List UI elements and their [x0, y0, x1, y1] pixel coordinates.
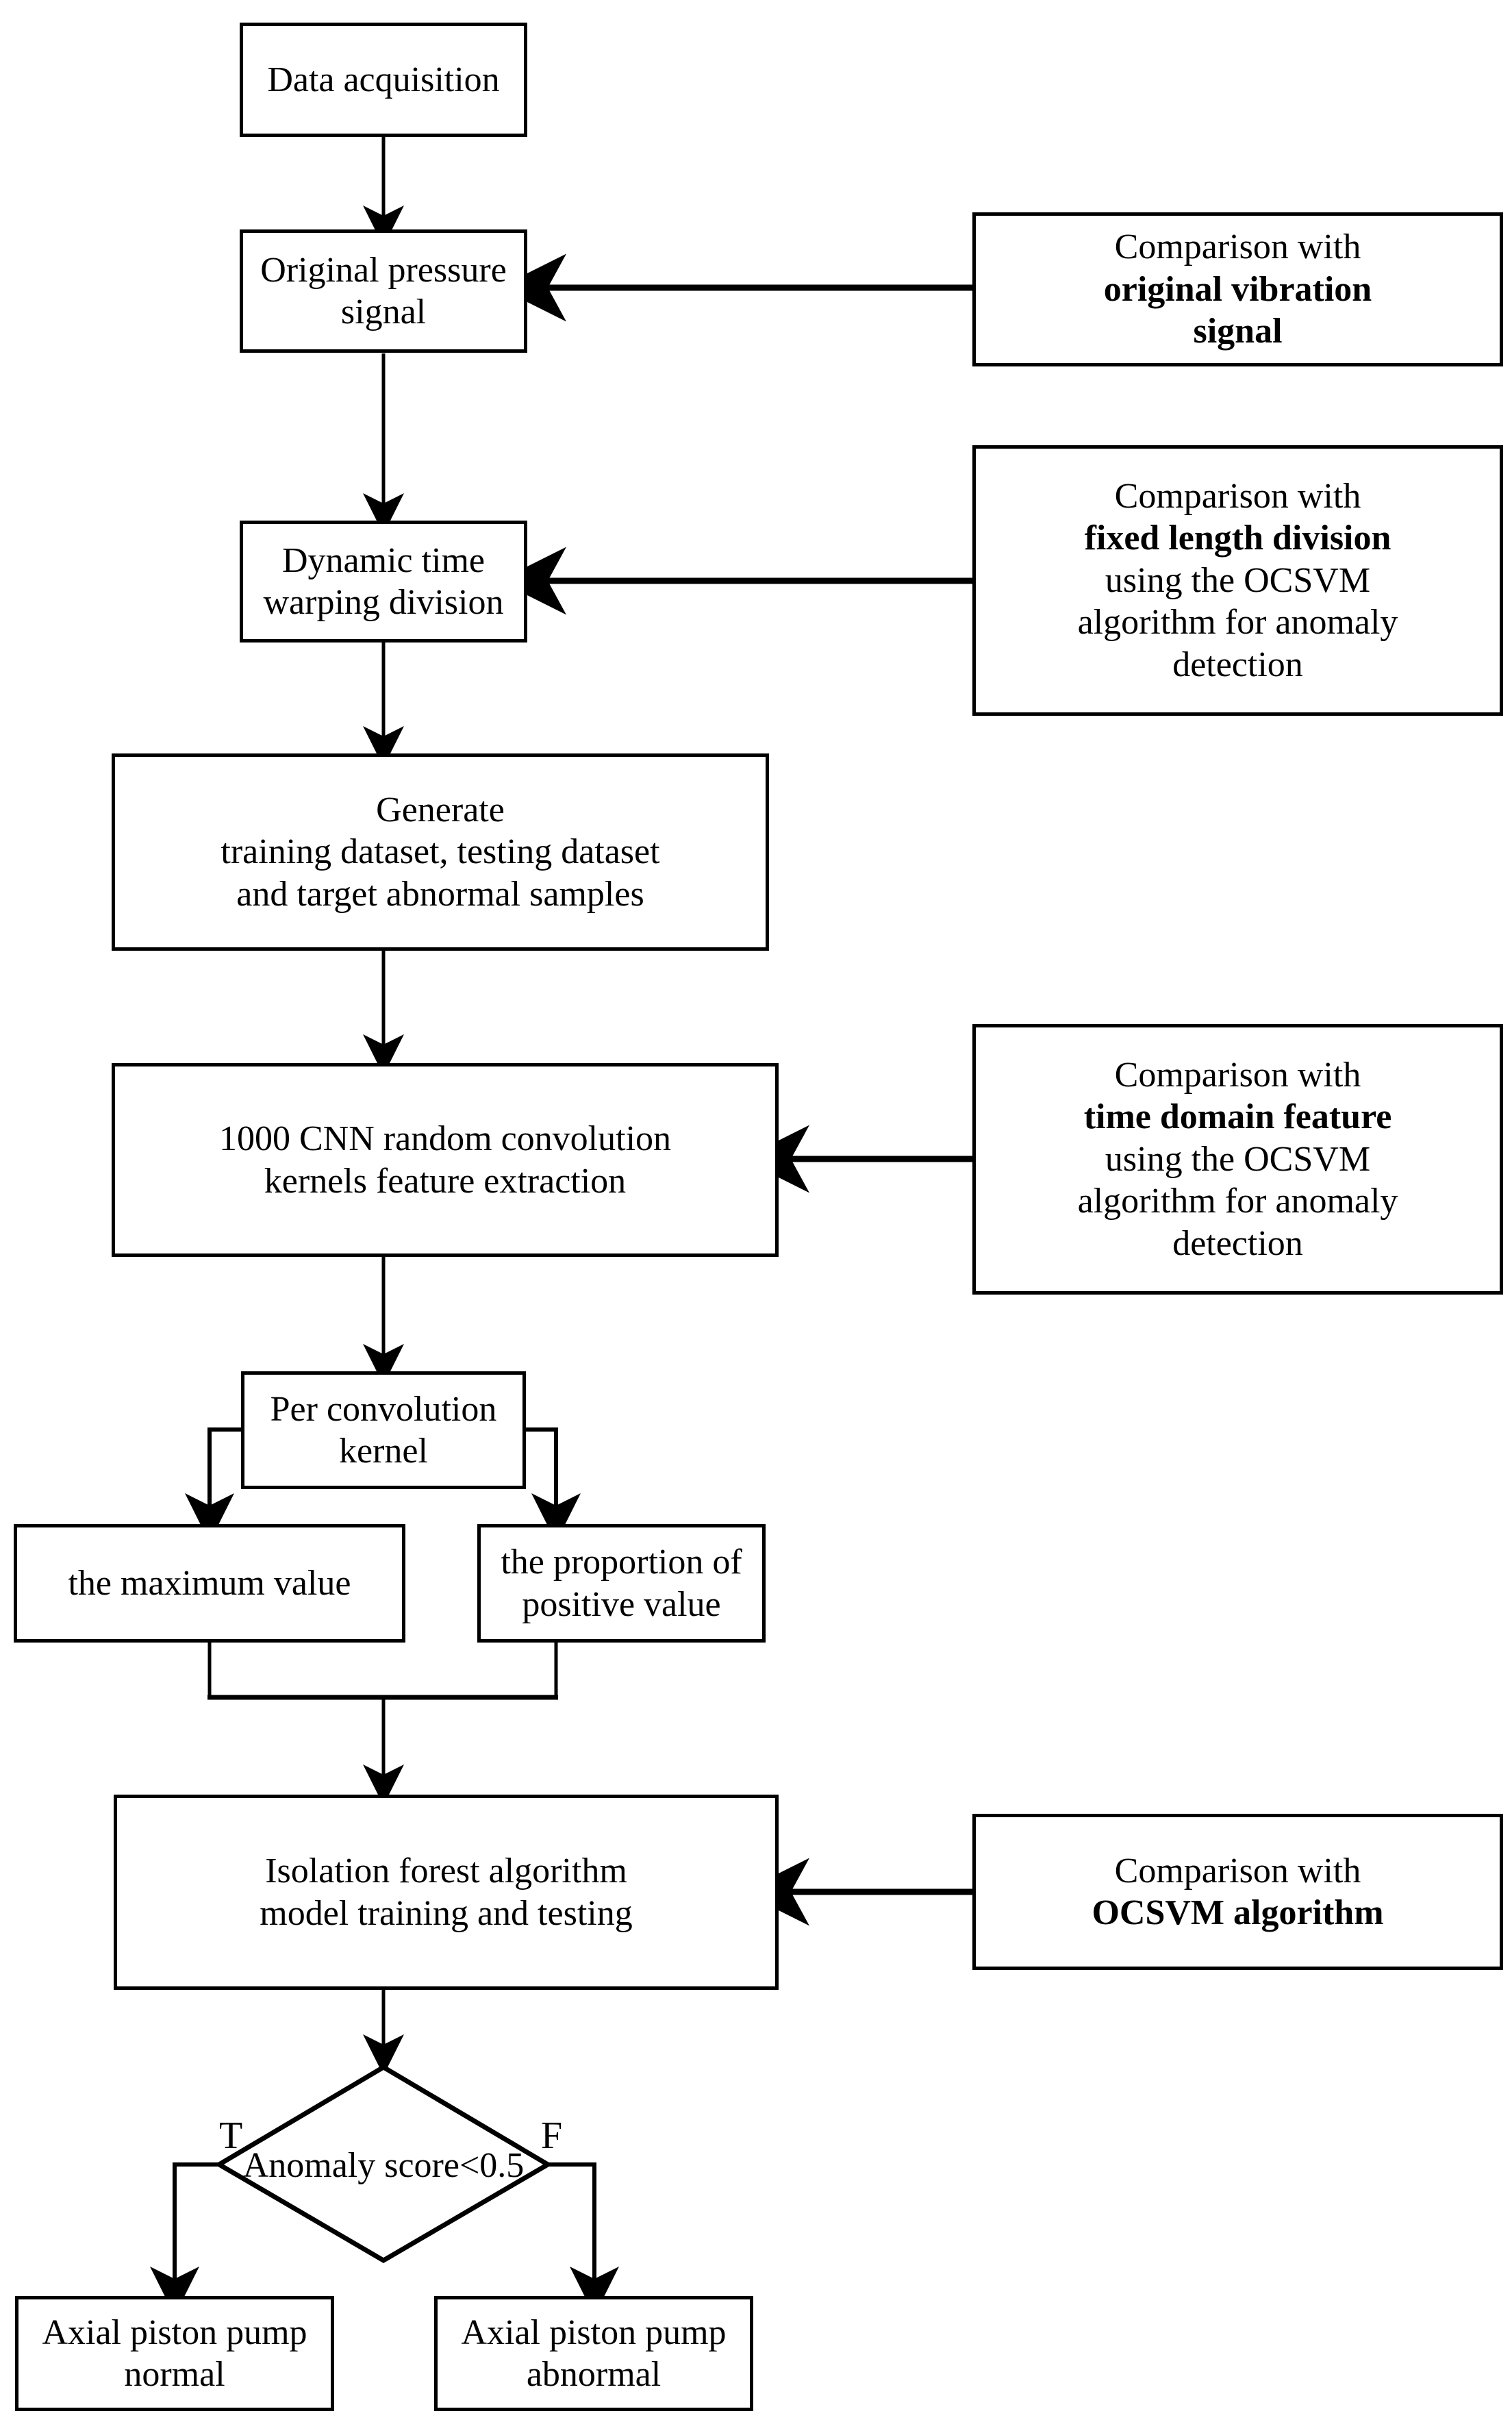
comparison-fixedlength-line-3: algorithm for anomaly — [1077, 603, 1398, 642]
edge-kernel-to-proportion — [526, 1427, 581, 1543]
node-per-convolution-kernel[interactable]: Per convolution kernel — [241, 1371, 526, 1489]
node-maximum-value[interactable]: the maximum value — [14, 1524, 405, 1643]
comparison-vibration-line-1: original vibration — [1103, 269, 1372, 309]
node-data-acquisition-line-0: Data acquisition — [267, 60, 500, 99]
comparison-timedomain-line-4: detection — [1172, 1223, 1303, 1263]
node-dynamic-time-warping-line-0: Dynamic time — [281, 540, 486, 580]
node-cnn-feature-extraction-line-1: kernels feature extraction — [264, 1161, 627, 1201]
comparison-fixedlength-line-4: detection — [1172, 645, 1303, 684]
node-pump-abnormal-line-0: Axial piston pump — [461, 2312, 727, 2352]
node-proportion-positive-line-0: the proportion of — [501, 1543, 742, 1582]
comparison-fixedlength-line-0: Comparison with — [1114, 477, 1361, 516]
node-original-pressure-signal[interactable]: Original pressure signal — [240, 229, 527, 353]
node-cnn-feature-extraction-line-0: 1000 CNN random convolution — [218, 1119, 672, 1159]
node-original-pressure-signal-line-0: Original pressure — [260, 250, 507, 290]
node-dynamic-time-warping-line-1: warping division — [263, 583, 504, 622]
node-isolation-forest-line-0: Isolation forest algorithm — [265, 1851, 627, 1891]
node-dynamic-time-warping-division[interactable]: Dynamic time warping division — [240, 521, 527, 642]
node-pump-normal-line-1: normal — [124, 2355, 225, 2394]
node-per-convolution-kernel-line-1: kernel — [339, 1432, 428, 1471]
node-comparison-ocsvm-algorithm[interactable]: Comparison with OCSVM algorithm — [972, 1814, 1503, 1970]
comparison-ocsvm-line-1: OCSVM algorithm — [1092, 1893, 1384, 1932]
node-generate-datasets-line-0: Generate — [376, 790, 505, 829]
edge-decision-false — [548, 2162, 619, 2316]
decision-label: Anomaly score<0.5 — [242, 2146, 525, 2185]
node-proportion-positive-value[interactable]: the proportion of positive value — [477, 1524, 766, 1643]
comparison-timedomain-line-2: using the OCSVM — [1105, 1139, 1371, 1179]
comparison-timedomain-line-1: time domain feature — [1083, 1097, 1392, 1137]
comparison-ocsvm-line-0: Comparison with — [1114, 1851, 1361, 1891]
comparison-vibration-line-2: signal — [1193, 312, 1283, 351]
node-proportion-positive-line-1: positive value — [522, 1584, 721, 1624]
edge-decision-true — [150, 2162, 219, 2316]
node-original-pressure-signal-line-1: signal — [340, 292, 427, 332]
comparison-fixedlength-line-1: fixed length division — [1084, 519, 1391, 558]
branch-label-false: F — [541, 2114, 563, 2157]
node-per-convolution-kernel-line-0: Per convolution — [270, 1389, 497, 1429]
node-cnn-feature-extraction[interactable]: 1000 CNN random convolution kernels feat… — [112, 1063, 779, 1257]
node-pump-abnormal-line-1: abnormal — [526, 2355, 662, 2394]
comparison-vibration-line-0: Comparison with — [1114, 227, 1361, 267]
node-pump-normal-line-0: Axial piston pump — [42, 2312, 307, 2352]
node-generate-datasets[interactable]: Generate training dataset, testing datas… — [112, 753, 769, 951]
edge-kernel-to-maximum — [185, 1427, 241, 1543]
node-comparison-fixed-length-division[interactable]: Comparison with fixed length division us… — [972, 445, 1503, 716]
node-data-acquisition[interactable]: Data acquisition — [240, 23, 527, 137]
node-generate-datasets-line-2: and target abnormal samples — [236, 874, 644, 914]
node-maximum-value-line-0: the maximum value — [68, 1563, 351, 1603]
node-comparison-time-domain-feature[interactable]: Comparison with time domain feature usin… — [972, 1024, 1503, 1295]
node-comparison-original-vibration[interactable]: Comparison with original vibration signa… — [972, 212, 1503, 366]
node-isolation-forest[interactable]: Isolation forest algorithm model trainin… — [114, 1795, 779, 1990]
node-isolation-forest-line-1: model training and testing — [260, 1893, 633, 1933]
comparison-fixedlength-line-2: using the OCSVM — [1105, 560, 1371, 600]
branch-label-true: T — [219, 2114, 243, 2157]
comparison-timedomain-line-3: algorithm for anomaly — [1077, 1182, 1398, 1221]
node-pump-normal[interactable]: Axial piston pump normal — [15, 2296, 334, 2411]
comparison-timedomain-line-0: Comparison with — [1114, 1056, 1361, 1095]
node-generate-datasets-line-1: training dataset, testing dataset — [220, 832, 660, 872]
node-pump-abnormal[interactable]: Axial piston pump abnormal — [434, 2296, 753, 2411]
